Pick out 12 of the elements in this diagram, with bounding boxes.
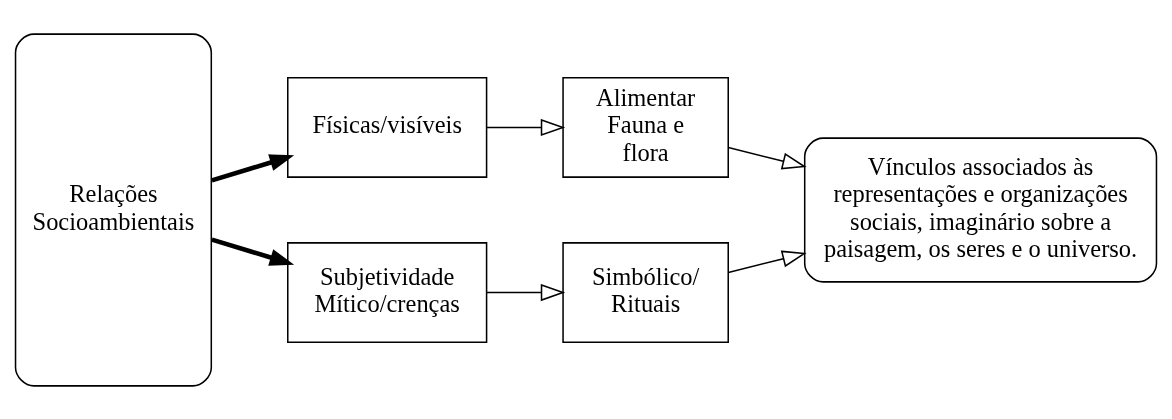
node-box: Relações Socioambientais <box>14 32 213 387</box>
arrow <box>485 118 566 136</box>
node-box: Alimentar Fauna e flora <box>562 76 729 178</box>
arrow <box>727 250 807 273</box>
node-box: Subjetividade Mítico/crenças <box>287 241 488 343</box>
node-box: Físicas/visíveis <box>287 76 488 178</box>
arrow <box>485 283 566 301</box>
arrow <box>211 153 295 183</box>
arrow <box>727 146 807 169</box>
node-box: Simbólico/ Rituais <box>562 241 729 343</box>
arrow <box>211 236 295 266</box>
node-box: Vínculos associados às representações e organizações sociais, imaginário sobre a paisagem, os seres e o universo. <box>803 136 1158 283</box>
